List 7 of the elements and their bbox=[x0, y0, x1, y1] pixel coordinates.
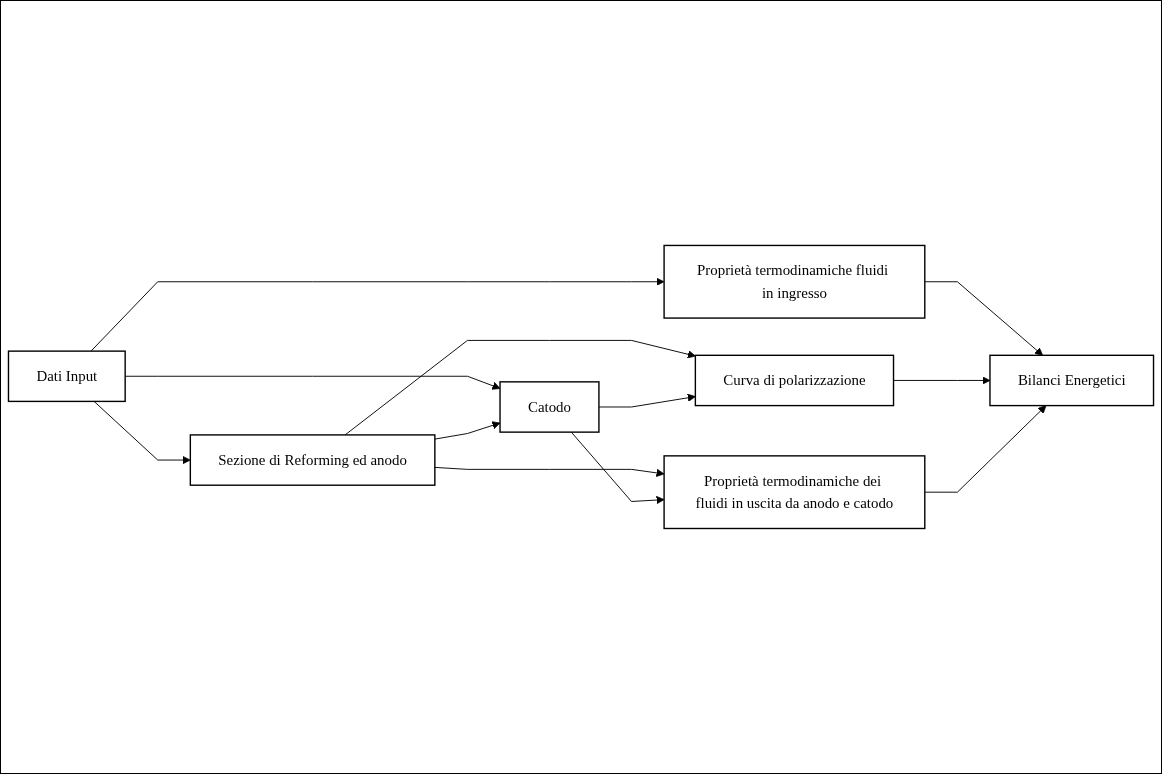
node-box: Catodo bbox=[499, 381, 600, 433]
node-box: Curva di polarizzazione bbox=[694, 354, 895, 407]
node-box: Proprietà termodinamiche dei fluidi in uscita da anodo e catodo bbox=[663, 455, 926, 530]
node-box: Sezione di Reforming ed anodo bbox=[189, 434, 436, 486]
node-box: Dati Input bbox=[7, 350, 126, 403]
node-box: Bilanci Energetici bbox=[989, 354, 1155, 407]
node-box: Proprietà termodinamiche fluidi in ingresso bbox=[663, 244, 926, 319]
